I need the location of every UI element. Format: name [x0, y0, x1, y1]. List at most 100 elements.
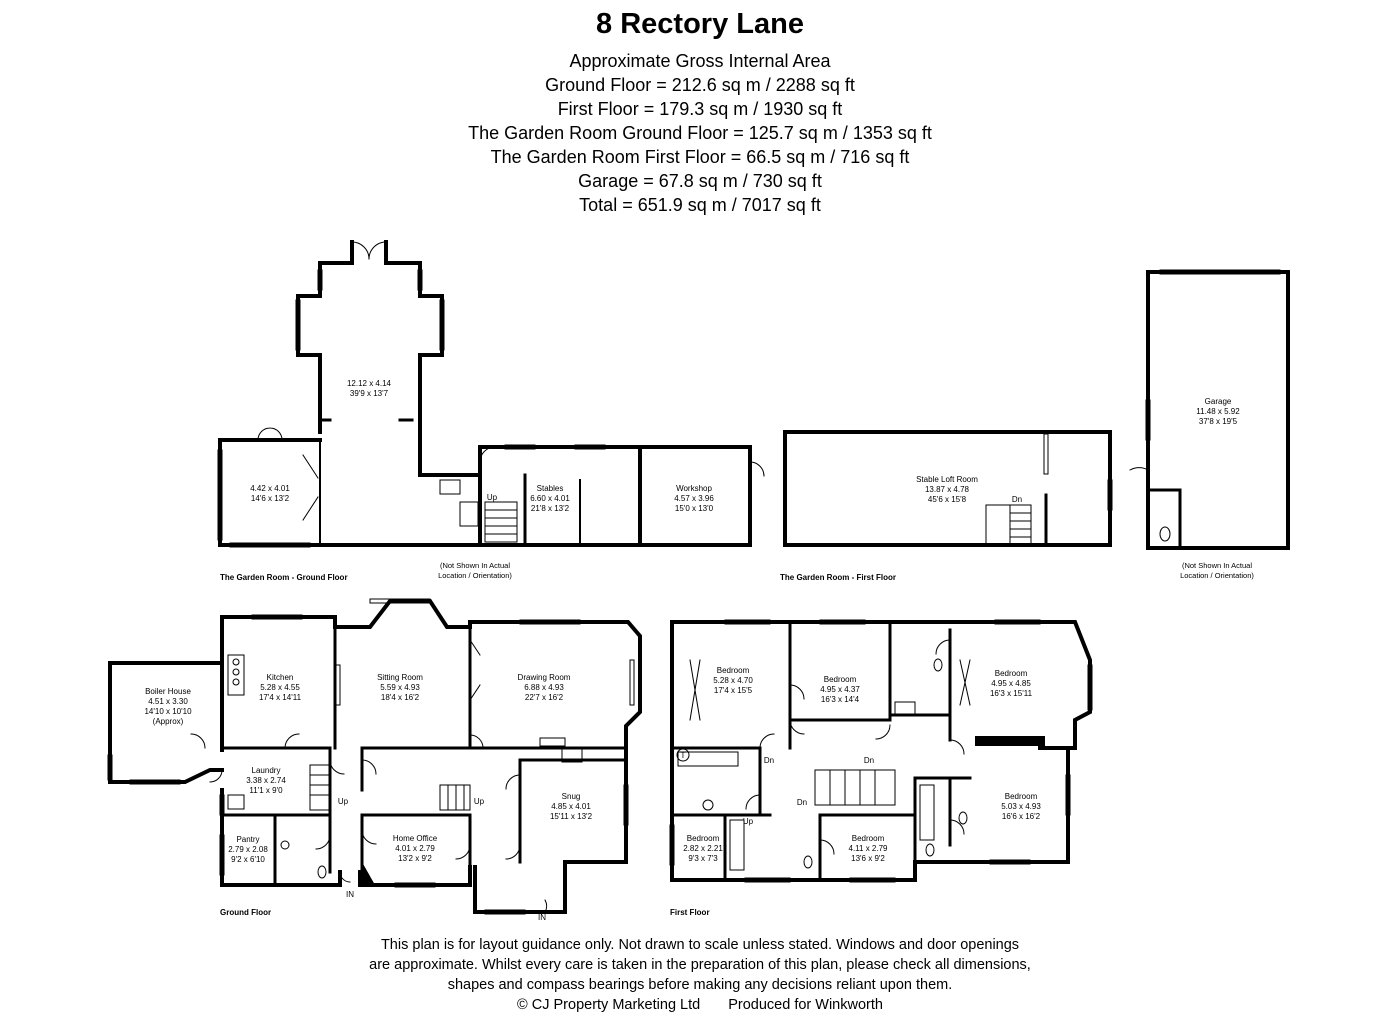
svg-text:5.28 x 4.55: 5.28 x 4.55: [260, 683, 300, 692]
svg-text:37'8 x 19'5: 37'8 x 19'5: [1199, 417, 1238, 426]
svg-text:Garage: Garage: [1205, 397, 1232, 406]
svg-text:13'2 x 9'2: 13'2 x 9'2: [398, 854, 432, 863]
label-in-2: IN: [538, 913, 546, 922]
garden-ground-walls: [218, 240, 752, 547]
area-garage: Garage = 67.8 sq m / 730 sq ft: [578, 171, 822, 191]
svg-text:13'6 x 9'2: 13'6 x 9'2: [851, 854, 885, 863]
svg-text:12.12 x 4.14: 12.12 x 4.14: [347, 379, 392, 388]
svg-text:16'3 x 15'11: 16'3 x 15'11: [990, 689, 1033, 698]
svg-text:4.51 x 3.30: 4.51 x 3.30: [148, 697, 188, 706]
page-title: 8 Rectory Lane: [596, 8, 804, 40]
svg-text:5.28 x 4.70: 5.28 x 4.70: [713, 676, 753, 685]
ground-floor-walls: [108, 599, 642, 914]
svg-text:9'3 x 7'3: 9'3 x 7'3: [688, 854, 718, 863]
svg-text:14'6 x 13'2: 14'6 x 13'2: [251, 494, 290, 503]
svg-text:Laundry: Laundry: [252, 766, 281, 775]
svg-text:Drawing Room: Drawing Room: [518, 673, 571, 682]
label-t-first: T: [681, 751, 686, 760]
svg-text:5.03 x 4.93: 5.03 x 4.93: [1001, 802, 1041, 811]
room-bedroom-5: Bedroom 2.82 x 2.21 9'3 x 7'3: [683, 834, 723, 863]
svg-text:6.88 x 4.93: 6.88 x 4.93: [524, 683, 564, 692]
room-laundry: Laundry 3.38 x 2.74 11'1 x 9'0: [246, 766, 286, 795]
caption-garden-first: The Garden Room - First Floor: [780, 573, 896, 582]
svg-text:11.48 x 5.92: 11.48 x 5.92: [1196, 407, 1240, 416]
room-bedroom-6: Bedroom 4.11 x 2.79 13'6 x 9'2: [849, 834, 889, 863]
garden-ground-windows: [217, 269, 606, 548]
copyright-text: © CJ Property Marketing Ltd: [517, 997, 701, 1013]
svg-text:4.85 x 4.01: 4.85 x 4.01: [551, 802, 591, 811]
disclaimer-line-2: are approximate. Whilst every care is ta…: [369, 957, 1031, 973]
svg-text:4.95 x 4.37: 4.95 x 4.37: [820, 685, 860, 694]
svg-text:Home Office: Home Office: [393, 834, 438, 843]
svg-text:Stable Loft Room: Stable Loft Room: [916, 475, 978, 484]
svg-text:Stables: Stables: [537, 484, 564, 493]
label-in-1: IN: [346, 890, 354, 899]
room-boiler-house: Boiler House 4.51 x 3.30 14'10 x 10'10 (…: [144, 687, 192, 726]
garden-first-details: [985, 433, 1113, 547]
label-dn: Dn: [1012, 495, 1022, 504]
garden-first-walls: [783, 430, 1112, 547]
note-garden-ground-1: (Not Shown In Actual: [440, 561, 510, 570]
room-stable-loft: Stable Loft Room 13.87 x 4.78 45'6 x 15'…: [916, 475, 978, 504]
note-garage-2: Location / Orientation): [1180, 571, 1254, 580]
label-up-first: Up: [743, 817, 754, 826]
room-pantry: Pantry 2.79 x 2.08 9'2 x 6'10: [228, 835, 268, 864]
svg-text:11'1 x 9'0: 11'1 x 9'0: [249, 786, 283, 795]
garage-details: [1129, 269, 1281, 542]
svg-text:16'6 x 16'2: 16'6 x 16'2: [1002, 812, 1041, 821]
svg-text:Bedroom: Bedroom: [852, 834, 885, 843]
room-home-office: Home Office 4.01 x 2.79 13'2 x 9'2: [393, 834, 438, 863]
first-floor-walls: [670, 620, 1092, 882]
label-dn-first-3: Dn: [797, 798, 807, 807]
svg-text:45'6 x 15'8: 45'6 x 15'8: [928, 495, 967, 504]
disclaimer-line-3: shapes and compass bearings before makin…: [447, 977, 953, 993]
svg-text:4.95 x 4.85: 4.95 x 4.85: [991, 679, 1031, 688]
room-stables: Stables 6.60 x 4.01 21'8 x 13'2: [530, 484, 570, 513]
svg-text:4.42 x 4.01: 4.42 x 4.01: [250, 484, 290, 493]
svg-text:14'10 x 10'10: 14'10 x 10'10: [144, 707, 192, 716]
area-garden-ground: The Garden Room Ground Floor = 125.7 sq …: [468, 123, 932, 143]
svg-text:15'11 x 13'2: 15'11 x 13'2: [550, 812, 593, 821]
area-total: Total = 651.9 sq m / 7017 sq ft: [579, 195, 821, 215]
svg-text:Kitchen: Kitchen: [267, 673, 294, 682]
svg-text:Boiler House: Boiler House: [145, 687, 191, 696]
area-heading: Approximate Gross Internal Area: [569, 51, 831, 71]
room-bedroom-2: Bedroom 4.95 x 4.37 16'3 x 14'4: [820, 675, 860, 704]
room-garage: Garage 11.48 x 5.92 37'8 x 19'5: [1196, 397, 1240, 426]
svg-text:Sitting Room: Sitting Room: [377, 673, 423, 682]
svg-text:3.38 x 2.74: 3.38 x 2.74: [246, 776, 286, 785]
svg-text:4.01 x 2.79: 4.01 x 2.79: [395, 844, 435, 853]
svg-text:Snug: Snug: [562, 792, 581, 801]
svg-text:Bedroom: Bedroom: [717, 666, 750, 675]
garden-ground-doors: [257, 241, 765, 521]
room-garden-side: 4.42 x 4.01 14'6 x 13'2: [250, 484, 290, 503]
room-sitting-room: Sitting Room 5.59 x 4.93 18'4 x 16'2: [377, 673, 423, 702]
svg-text:9'2 x 6'10: 9'2 x 6'10: [231, 855, 265, 864]
room-bedroom-4: Bedroom 5.03 x 4.93 16'6 x 16'2: [1001, 792, 1041, 821]
svg-text:4.57 x 3.96: 4.57 x 3.96: [674, 494, 714, 503]
label-up-ground-2: Up: [474, 797, 485, 806]
produced-for-text: Produced for Winkworth: [728, 997, 883, 1013]
note-garage-1: (Not Shown In Actual: [1182, 561, 1252, 570]
svg-text:16'3 x 14'4: 16'3 x 14'4: [821, 695, 860, 704]
room-kitchen: Kitchen 5.28 x 4.55 17'4 x 14'11: [259, 673, 302, 702]
svg-text:15'0 x 13'0: 15'0 x 13'0: [675, 504, 714, 513]
svg-text:Bedroom: Bedroom: [1005, 792, 1038, 801]
svg-text:(Approx): (Approx): [153, 717, 184, 726]
svg-text:Workshop: Workshop: [676, 484, 712, 493]
svg-text:Bedroom: Bedroom: [824, 675, 857, 684]
svg-text:17'4 x 14'11: 17'4 x 14'11: [259, 693, 302, 702]
disclaimer-line-1: This plan is for layout guidance only. N…: [380, 937, 1020, 953]
svg-text:4.11 x 2.79: 4.11 x 2.79: [849, 844, 889, 853]
area-first-floor: First Floor = 179.3 sq m / 1930 sq ft: [557, 99, 843, 119]
garage-walls: [1146, 270, 1290, 550]
svg-text:Pantry: Pantry: [236, 835, 259, 844]
caption-garden-ground: The Garden Room - Ground Floor: [220, 573, 348, 582]
svg-text:13.87 x 4.78: 13.87 x 4.78: [925, 485, 970, 494]
room-snug: Snug 4.85 x 4.01 15'11 x 13'2: [550, 792, 593, 821]
room-bedroom-1: Bedroom 5.28 x 4.70 17'4 x 15'5: [713, 666, 753, 695]
header: 8 Rectory Lane Approximate Gross Interna…: [0, 0, 1400, 217]
svg-text:21'8 x 13'2: 21'8 x 13'2: [531, 504, 570, 513]
ground-floor-fixtures: [190, 639, 583, 913]
